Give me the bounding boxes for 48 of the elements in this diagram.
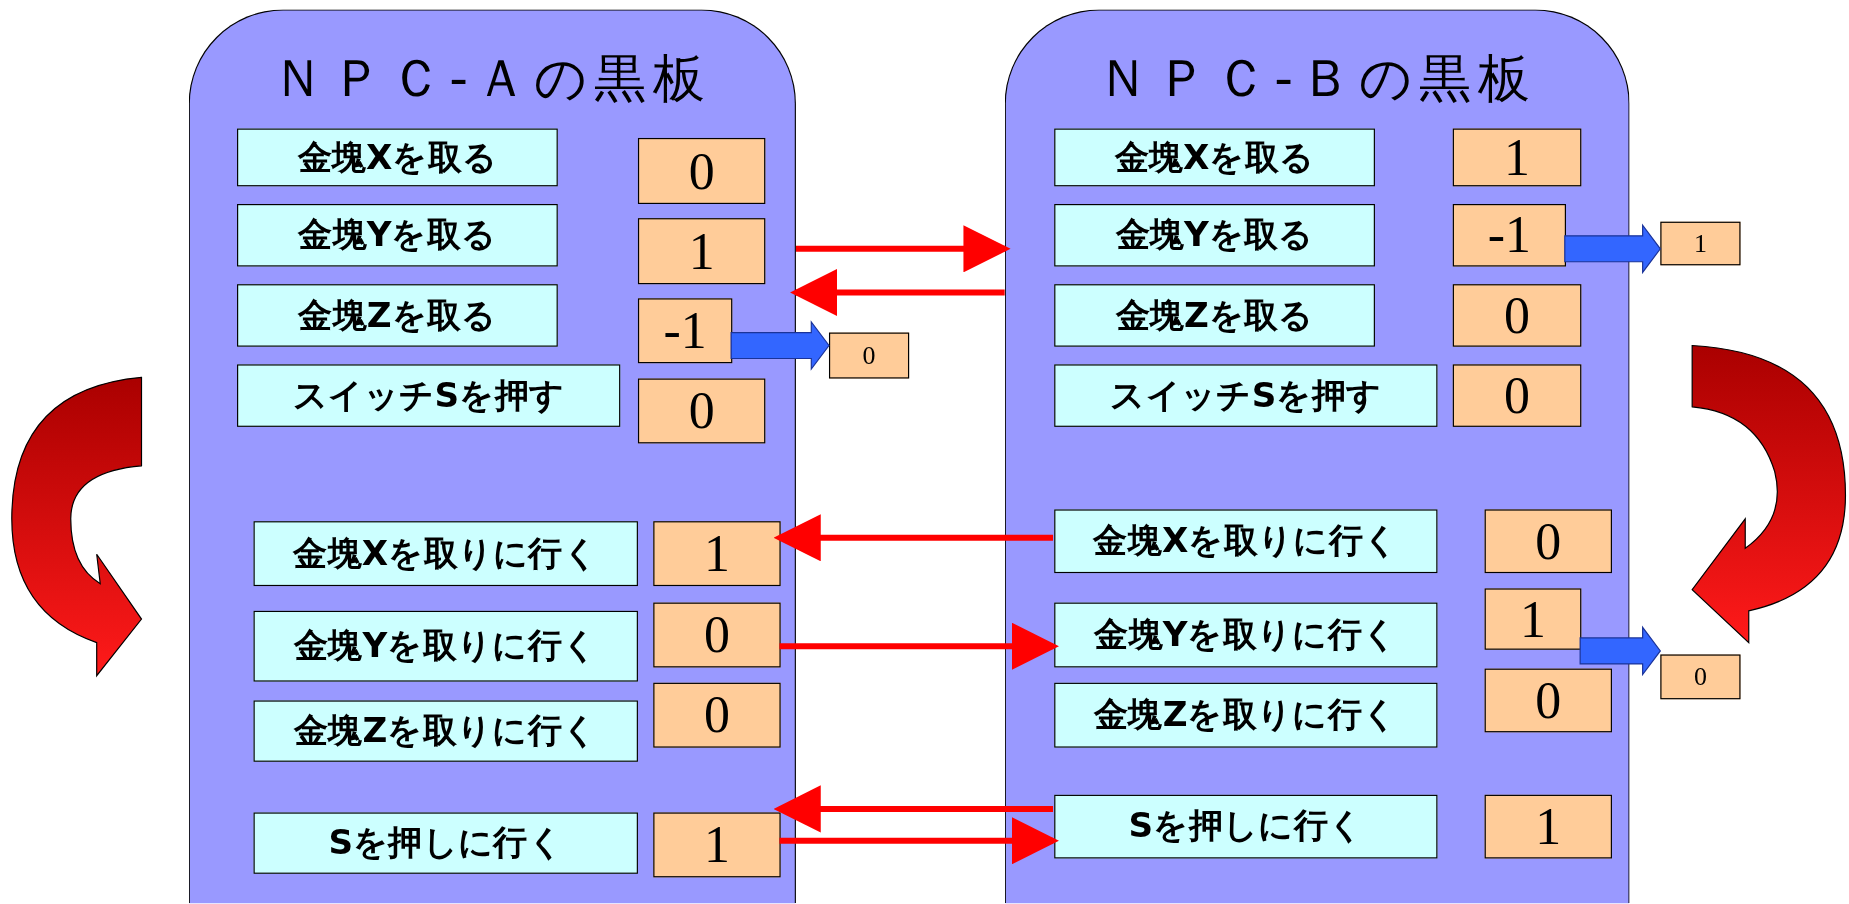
action-box: Sを押しに行く [1054, 794, 1438, 859]
arrow [773, 785, 1054, 833]
value-box: 0 [637, 137, 766, 204]
action-box: 金塊Zを取る [1054, 284, 1375, 347]
action-box: 金塊Zを取りに行く [253, 700, 638, 762]
arrow [779, 817, 1059, 865]
value-box: 1 [637, 218, 766, 285]
block-arrow [730, 320, 830, 371]
value-box: 0 [1484, 668, 1612, 733]
value-box: 1 [1660, 221, 1741, 266]
arrow [790, 268, 1005, 317]
value-box: 0 [1660, 654, 1741, 700]
value-box: 0 [829, 332, 910, 379]
value-box: 0 [637, 378, 766, 444]
arrow [773, 514, 1054, 562]
value-box: -1 [1452, 204, 1566, 267]
block-arrow [1564, 223, 1662, 275]
action-box: スイッチSを押す [237, 364, 621, 427]
value-box: 1 [1484, 588, 1582, 650]
value-box: 0 [653, 682, 781, 748]
action-box: 金塊Yを取りに行く [253, 610, 638, 682]
action-box: 金塊Xを取る [237, 128, 558, 187]
action-box: 金塊Yを取りに行く [1054, 602, 1438, 668]
value-box: 0 [1452, 284, 1582, 347]
panel-title: ＮＰＣ-Ａの黒板 [271, 46, 714, 110]
action-box: 金塊Xを取りに行く [253, 521, 638, 587]
value-box: 0 [1452, 364, 1582, 427]
action-box: 金塊Zを取りに行く [1054, 682, 1438, 748]
value-box: 1 [1452, 128, 1582, 187]
arrow [779, 622, 1059, 670]
value-box: 1 [653, 812, 781, 878]
action-box: 金塊Yを取る [1054, 204, 1375, 267]
action-box: 金塊Xを取りに行く [1054, 509, 1438, 574]
panel-title: ＮＰＣ-Ｂの黒板 [1096, 46, 1539, 110]
action-box: スイッチSを押す [1054, 364, 1438, 427]
action-box: 金塊Xを取る [1054, 128, 1375, 187]
action-box: Sを押しに行く [253, 812, 638, 874]
blackboard-panel [1004, 9, 1630, 904]
arrow [795, 225, 1011, 273]
action-box: 金塊Yを取る [237, 204, 558, 267]
value-box: 0 [653, 602, 781, 668]
value-box: 1 [1484, 794, 1612, 859]
value-box: 0 [1484, 509, 1612, 574]
action-box: 金塊Zを取る [237, 284, 558, 347]
block-arrow [1579, 625, 1662, 677]
value-box: -1 [637, 298, 733, 364]
blackboard-panel [188, 9, 796, 904]
value-box: 1 [653, 521, 781, 587]
